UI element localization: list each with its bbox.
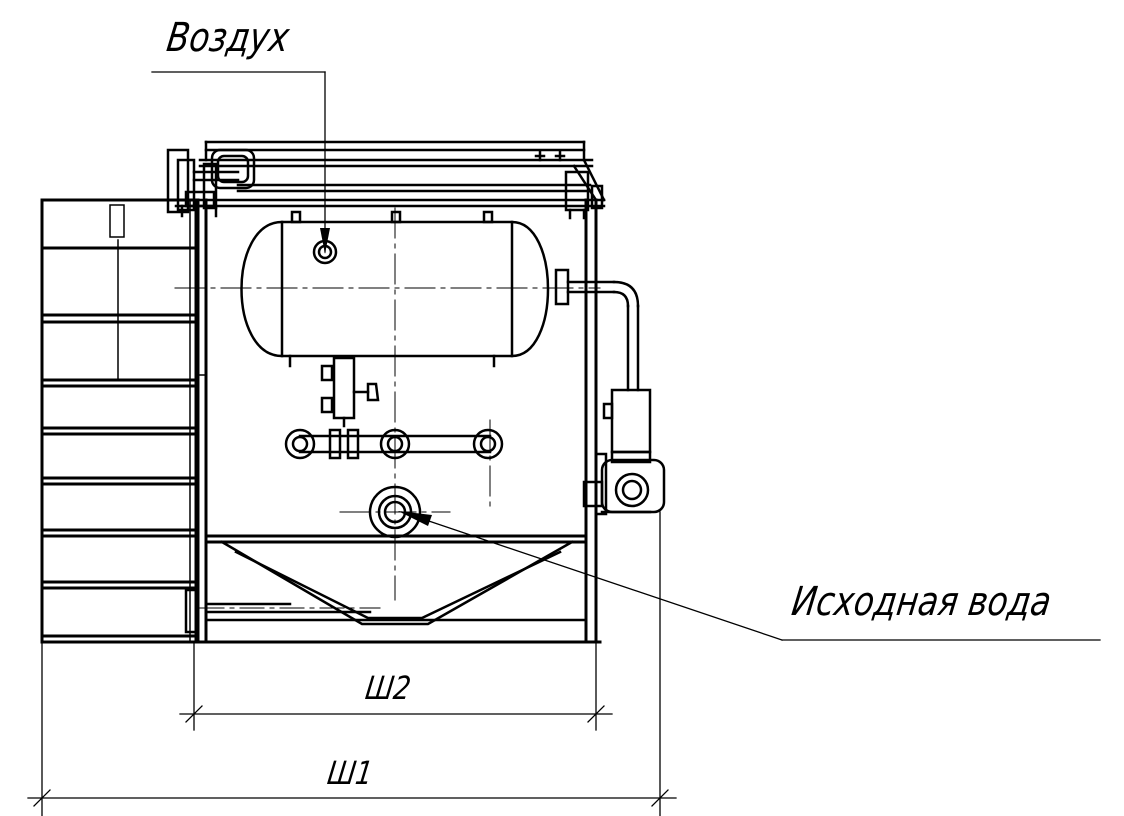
sludge-hopper <box>184 540 588 634</box>
tank-body <box>40 198 602 644</box>
water-leader <box>401 511 1101 641</box>
water-arrowhead <box>398 511 432 526</box>
ladder-frame <box>40 198 198 644</box>
valve-assembly <box>320 356 380 428</box>
left-top-mechanism <box>166 148 256 218</box>
source-water-label: Исходная вода <box>788 579 1055 625</box>
outlet-pipe <box>554 268 640 392</box>
dimension-w2-label: Ш2 <box>363 669 414 707</box>
dimension-w2 <box>179 641 613 731</box>
right-top-mechanism <box>534 150 604 220</box>
top-frame <box>174 140 606 208</box>
center-lines <box>174 207 601 601</box>
ladder-inner-lines <box>109 199 207 643</box>
air-arrowhead <box>320 228 330 254</box>
dimension-w1-label: Ш1 <box>325 754 376 792</box>
pressure-vessel <box>240 210 550 368</box>
distributor-pipe <box>284 428 504 460</box>
dimension-w1 <box>27 511 677 816</box>
air-label: Воздух <box>163 15 292 61</box>
air-leader <box>151 71 326 253</box>
pump-unit <box>582 388 666 516</box>
